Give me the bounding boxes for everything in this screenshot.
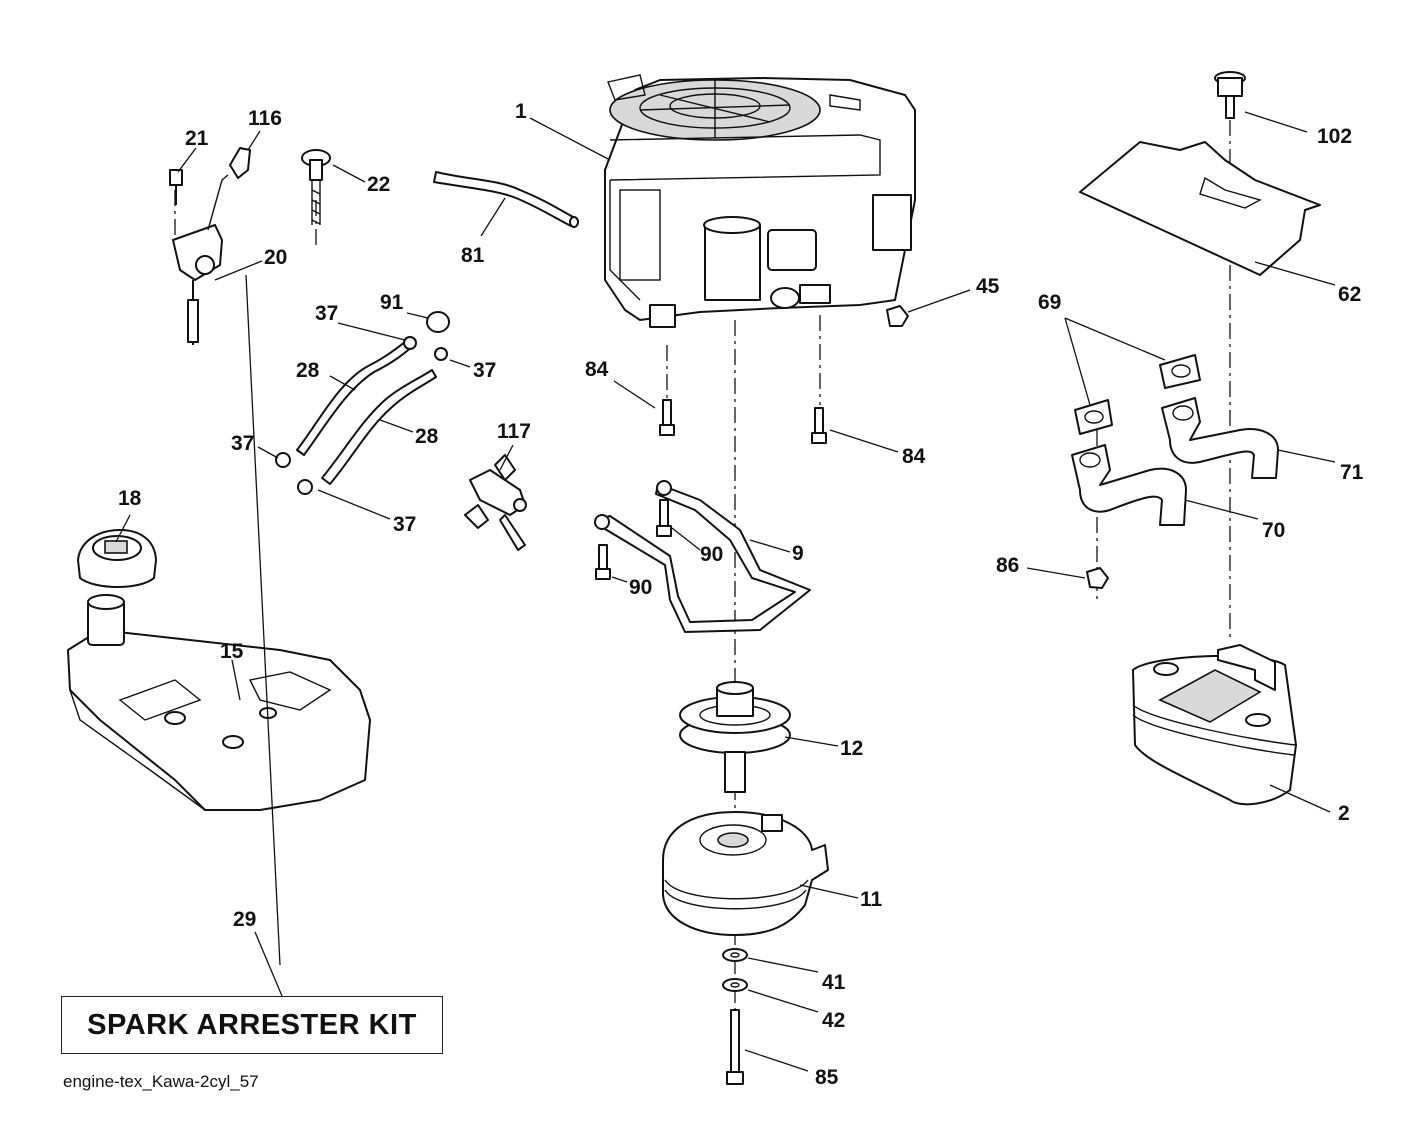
callout-69: 69	[1038, 291, 1061, 314]
callout-91: 91	[380, 291, 404, 314]
callout-70: 70	[1262, 519, 1285, 542]
engine-bolts	[659, 305, 909, 444]
callout-28a: 28	[296, 359, 320, 382]
callout-22: 22	[367, 173, 390, 196]
callout-85: 85	[815, 1066, 839, 1089]
callout-28b: 28	[415, 425, 439, 448]
callout-numbers: 1 2 9 11 12 15 18 20 21 22 28 28 29 37 3…	[118, 100, 1364, 1089]
callout-12: 12	[840, 737, 863, 760]
leader-29	[254, 931, 283, 997]
callout-86: 86	[996, 554, 1019, 577]
bracket-9	[594, 480, 811, 633]
callout-84a: 84	[585, 358, 609, 381]
bolt-102	[1214, 71, 1246, 119]
fuel-line-81	[433, 171, 579, 228]
callout-37d: 37	[393, 513, 416, 536]
pulley-12	[679, 681, 791, 793]
muffler-2	[1132, 644, 1297, 806]
spark-arrester-kit-box: SPARK ARRESTER KIT	[61, 996, 443, 1054]
callout-20: 20	[264, 246, 287, 269]
callout-37b: 37	[473, 359, 496, 382]
fuel-tank-15	[67, 594, 371, 811]
washers-bolt	[722, 948, 748, 1085]
callout-41: 41	[822, 971, 846, 994]
callout-102: 102	[1317, 125, 1352, 148]
callout-116: 116	[248, 107, 282, 130]
exhaust-gaskets-69	[1074, 354, 1201, 435]
leader-lines	[115, 111, 1336, 1072]
callout-15: 15	[220, 640, 244, 663]
callout-71: 71	[1340, 461, 1364, 484]
nut-86	[1086, 567, 1109, 589]
callout-81: 81	[461, 244, 485, 267]
callout-90a: 90	[700, 543, 723, 566]
callout-42: 42	[822, 1009, 845, 1032]
callout-2: 2	[1338, 802, 1350, 825]
engine	[604, 74, 916, 328]
callout-21: 21	[185, 127, 209, 150]
callout-84b: 84	[902, 445, 926, 468]
callout-1: 1	[515, 100, 527, 123]
spark-arrester-kit-label: SPARK ARRESTER KIT	[87, 1008, 417, 1041]
drawing-id: engine-tex_Kawa-2cyl_57	[63, 1072, 259, 1091]
callout-37a: 37	[315, 302, 338, 325]
callout-117: 117	[497, 420, 531, 443]
exhaust-pipe-70	[1071, 444, 1187, 526]
throttle-control	[169, 147, 251, 345]
callout-90b: 90	[629, 576, 652, 599]
exhaust-pipe-71	[1161, 397, 1279, 479]
callout-62: 62	[1338, 283, 1361, 306]
callout-37c: 37	[231, 432, 254, 455]
fuel-valve-117	[464, 454, 527, 551]
fuel-cap-18	[77, 529, 157, 588]
callout-9: 9	[792, 542, 804, 565]
callout-18: 18	[118, 487, 142, 510]
choke-knob-22	[301, 149, 331, 225]
callout-45: 45	[976, 275, 1000, 298]
fuel-hoses	[275, 311, 450, 495]
callout-11: 11	[860, 888, 883, 911]
callout-29: 29	[233, 908, 256, 931]
electric-clutch-11	[662, 811, 829, 936]
heat-shield-62	[1079, 141, 1321, 276]
